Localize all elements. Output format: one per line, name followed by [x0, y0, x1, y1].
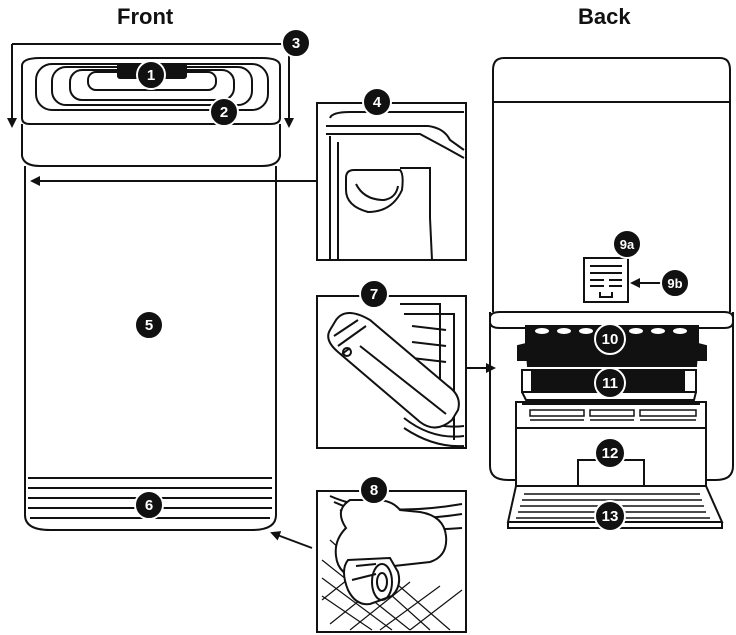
- caster-inset: [317, 491, 466, 632]
- callout-badge-1: 1: [137, 61, 165, 89]
- svg-text:4: 4: [373, 94, 382, 111]
- callout-badge-13: 13: [595, 501, 625, 531]
- svg-text:11: 11: [602, 375, 618, 392]
- svg-text:6: 6: [145, 497, 153, 514]
- caster-arrow: [272, 533, 312, 548]
- svg-text:3: 3: [292, 35, 300, 52]
- svg-text:12: 12: [602, 445, 619, 462]
- callout-badge-2: 2: [210, 98, 238, 126]
- callout-badge-8: 8: [360, 476, 388, 504]
- callout-badge-11: 11: [595, 368, 625, 398]
- svg-text:5: 5: [145, 317, 153, 334]
- callout-badge-3: 3: [282, 29, 310, 57]
- svg-text:9b: 9b: [667, 276, 682, 291]
- svg-text:2: 2: [220, 104, 228, 121]
- svg-text:8: 8: [370, 482, 378, 499]
- svg-text:10: 10: [602, 331, 619, 348]
- front-collar: [22, 124, 280, 166]
- svg-text:13: 13: [602, 508, 619, 525]
- filter-inset: [317, 296, 494, 448]
- callout-badge-6: 6: [135, 491, 163, 519]
- front-body: [25, 166, 276, 530]
- callout-badge-9a: 9a: [613, 230, 641, 258]
- callout-badge-4: 4: [363, 88, 391, 116]
- callout-badge-9b: 9b: [661, 269, 689, 297]
- handle-inset: [317, 103, 466, 260]
- svg-text:1: 1: [147, 67, 155, 84]
- callout-badge-10: 10: [595, 324, 625, 354]
- callout-badge-7: 7: [360, 280, 388, 308]
- svg-text:7: 7: [370, 286, 378, 303]
- callout-badge-5: 5: [135, 311, 163, 339]
- callout-badge-12: 12: [595, 438, 625, 468]
- svg-text:9a: 9a: [620, 237, 635, 252]
